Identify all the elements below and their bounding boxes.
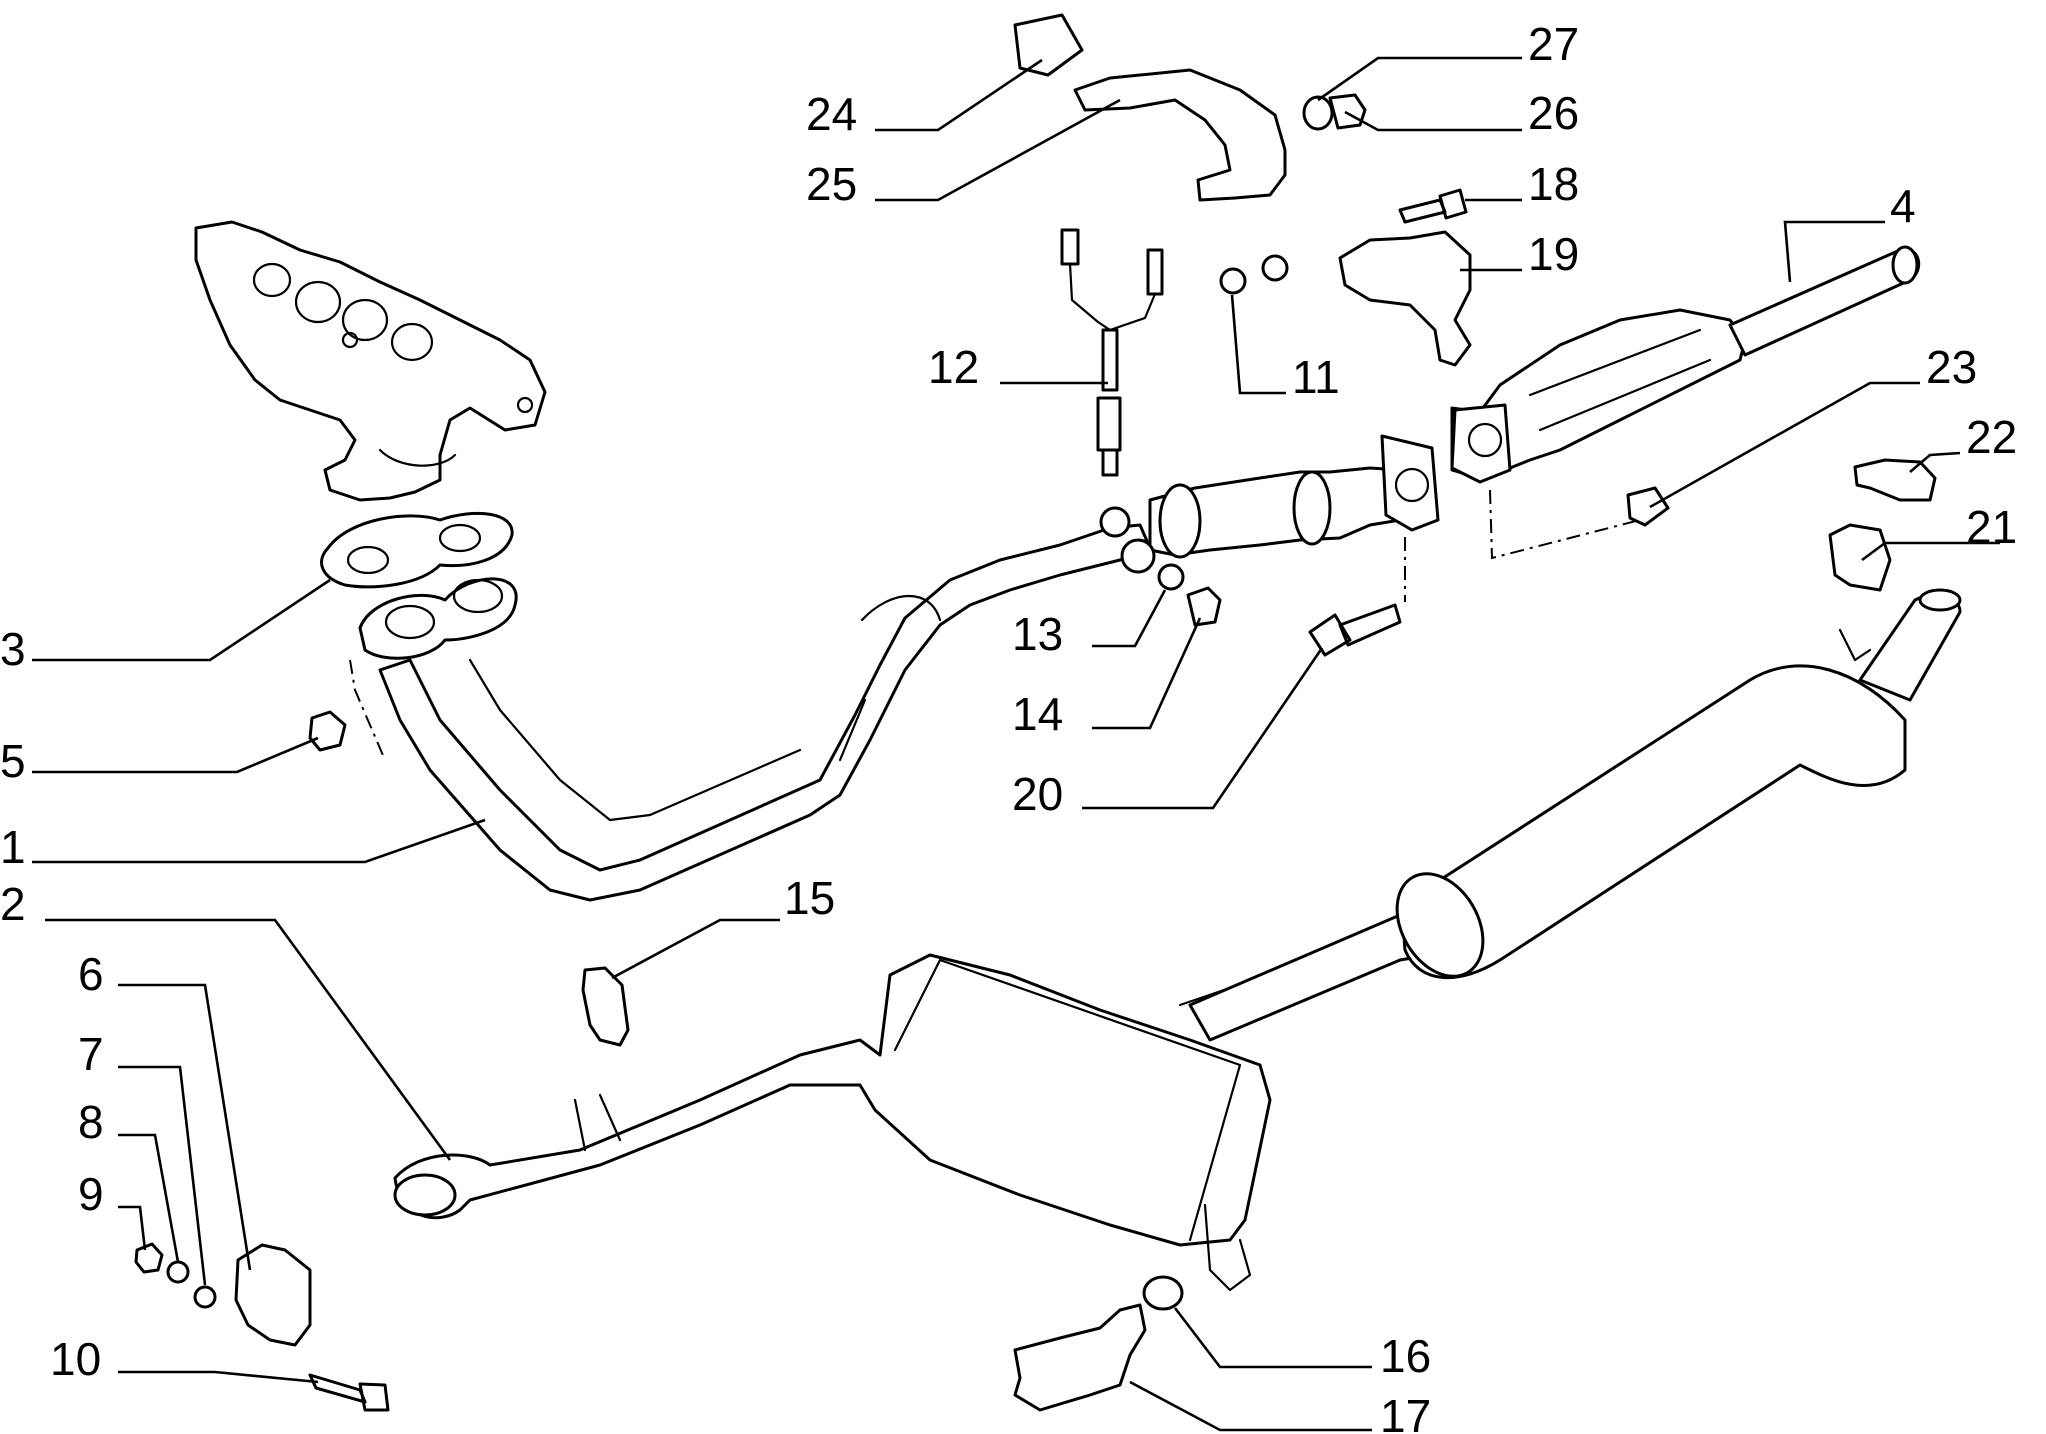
- label-13: 13: [1012, 608, 1063, 660]
- down-pipe-flange: [358, 577, 518, 660]
- clamp-6: [234, 1243, 312, 1347]
- label-24: 24: [806, 88, 857, 140]
- nut-11: [1219, 267, 1247, 295]
- washer-7: [193, 1285, 217, 1309]
- label-20: 20: [1012, 768, 1063, 820]
- label-27: 27: [1528, 18, 1579, 70]
- label-6: 6: [78, 948, 104, 1000]
- nut-5: [308, 710, 347, 752]
- bracket-19: [1338, 230, 1472, 367]
- label-15: 15: [784, 872, 835, 924]
- label-23: 23: [1926, 341, 1977, 393]
- label-3: 3: [0, 623, 26, 675]
- label-7: 7: [78, 1028, 104, 1080]
- bolt-18: [1398, 188, 1468, 224]
- label-8: 8: [78, 1096, 104, 1148]
- bolt-10: [308, 1373, 390, 1412]
- bracket-25: [1073, 68, 1287, 202]
- rear-exhaust-section: [393, 588, 1962, 1292]
- label-1: 1: [0, 821, 26, 873]
- label-16: 16: [1380, 1330, 1431, 1382]
- label-10: 10: [50, 1333, 101, 1385]
- washer-27: [1302, 95, 1334, 131]
- gasket-ring: [1099, 506, 1131, 538]
- hardware-parts: [134, 13, 1937, 1412]
- label-19: 19: [1528, 228, 1579, 280]
- bolt-20: [1308, 603, 1402, 657]
- stud-13: [1120, 538, 1156, 574]
- ring-16: [1142, 1275, 1184, 1311]
- hanger-15: [581, 966, 630, 1047]
- hanger-21: [1828, 523, 1892, 592]
- label-22: 22: [1966, 411, 2017, 463]
- label-17: 17: [1380, 1390, 1431, 1434]
- label-12: 12: [928, 341, 979, 393]
- label-4: 4: [1890, 180, 1916, 232]
- intermediate-pipe: [1148, 434, 1440, 559]
- alignment-lines: [349, 489, 1641, 761]
- label-26: 26: [1528, 87, 1579, 139]
- front-exhaust-pipe: [378, 523, 1152, 902]
- nut-26: [1328, 93, 1367, 130]
- label-21: 21: [1966, 501, 2017, 553]
- label-18: 18: [1528, 158, 1579, 210]
- label-11: 11: [1292, 351, 1340, 403]
- nut-13: [1157, 563, 1185, 591]
- leader-lines: [32, 56, 2000, 1432]
- bracket-17: [1013, 1303, 1147, 1412]
- label-14: 14: [1012, 688, 1063, 740]
- plug-14: [1186, 586, 1222, 627]
- label-2: 2: [0, 878, 26, 930]
- label-25: 25: [806, 158, 857, 210]
- nut-9: [134, 1242, 164, 1274]
- label-9: 9: [78, 1168, 104, 1220]
- lambda-sensor-12: [1060, 228, 1164, 477]
- part-labels: 27 26 24 25 18 19 4 12 11 23 22 21 3 13 …: [0, 18, 2017, 1434]
- clip-22: [1853, 458, 1937, 502]
- label-5: 5: [0, 735, 26, 787]
- bracket-24: [1013, 13, 1084, 77]
- manifold-gasket: [320, 511, 514, 589]
- exhaust-manifold: [194, 220, 547, 502]
- ring-23: [1626, 486, 1670, 527]
- catalytic-converter: [1450, 245, 1921, 484]
- washer-8: [166, 1260, 190, 1284]
